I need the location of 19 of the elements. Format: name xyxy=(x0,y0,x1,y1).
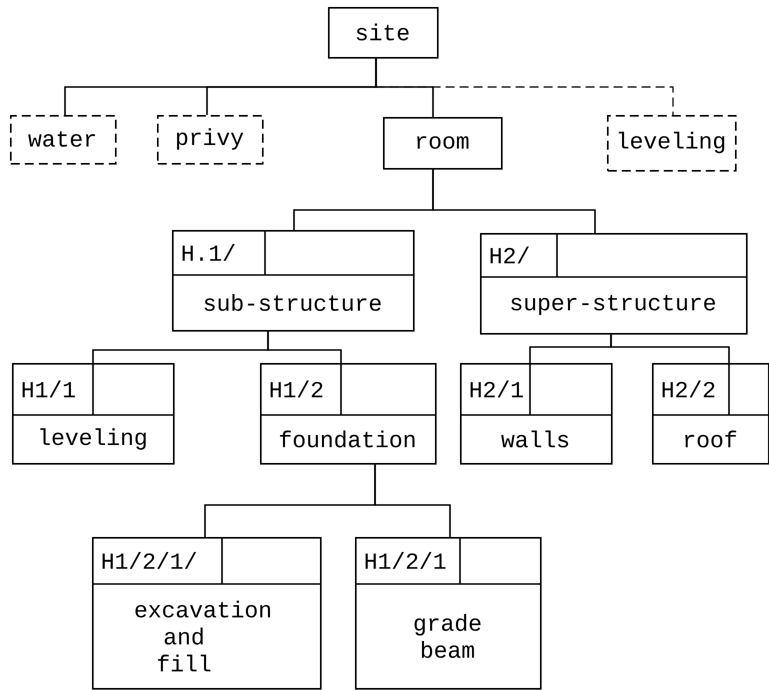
dashed-box: leveling xyxy=(607,115,737,172)
connector-line xyxy=(374,464,451,537)
connector-line xyxy=(432,170,596,233)
box: site xyxy=(328,7,439,59)
code-box: H2/2 roof xyxy=(652,363,769,465)
connector-line xyxy=(375,58,674,115)
box: room xyxy=(383,117,503,170)
code-box: H.1/ sub-structure xyxy=(172,230,415,332)
connector-line xyxy=(375,58,434,117)
dashed-box: water xyxy=(10,115,117,165)
code-box: H1/2 foundation xyxy=(260,363,437,465)
code-box: H1/2/1 grade beam xyxy=(355,537,542,690)
code-box: H1/1 leveling xyxy=(12,363,175,465)
code-box: H2/ super-structure xyxy=(480,233,748,335)
dashed-box: privy xyxy=(157,115,264,165)
code-box: H1/2/1/ excavation and fill xyxy=(92,537,322,690)
connector-line xyxy=(267,332,342,363)
connector-line xyxy=(610,334,730,363)
code-box: H2/1 walls xyxy=(460,363,613,465)
